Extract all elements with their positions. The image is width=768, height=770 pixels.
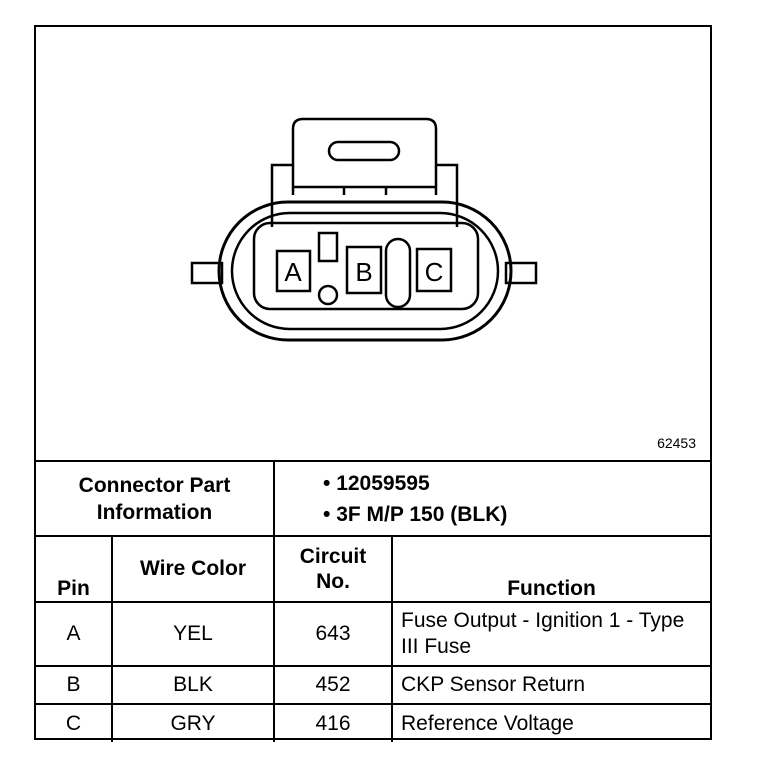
table-row: A YEL 643 Fuse Output - Ignition 1 - Typ… bbox=[36, 601, 711, 667]
pin-c-label: C bbox=[425, 257, 444, 287]
function-cell: CKP Sensor Return bbox=[391, 665, 711, 705]
pin-cell: B bbox=[36, 665, 113, 705]
circuit-cell: 643 bbox=[273, 601, 394, 667]
part-info-row: Connector Part Information • 12059595 • … bbox=[36, 462, 711, 537]
tab-slot bbox=[327, 140, 401, 162]
connector-cavity bbox=[252, 221, 480, 311]
header-circuit-no: Circuit No. bbox=[273, 535, 394, 603]
tab-base bbox=[270, 163, 459, 227]
divider-slot bbox=[384, 237, 412, 309]
table-row: B BLK 452 CKP Sensor Return bbox=[36, 665, 711, 705]
wire-color-cell: GRY bbox=[110, 703, 276, 742]
pin-a-label: A bbox=[284, 257, 302, 287]
right-ear bbox=[504, 261, 538, 285]
part-family: 3F M/P 150 (BLK) bbox=[336, 502, 508, 526]
wire-color-cell: YEL bbox=[110, 601, 276, 667]
circuit-cell: 416 bbox=[273, 703, 394, 742]
header-wire-color: Wire Color bbox=[110, 535, 276, 603]
connector-outer-shell bbox=[217, 200, 513, 342]
wire-color-cell: BLK bbox=[110, 665, 276, 705]
part-info-values: • 12059595 • 3F M/P 150 (BLK) bbox=[273, 462, 711, 537]
connector-drawing: A B C bbox=[190, 117, 538, 342]
header-row: Pin Wire Color Circuit No. Function bbox=[36, 535, 711, 603]
pin-b-label: B bbox=[355, 257, 372, 287]
header-pin: Pin bbox=[36, 535, 113, 603]
header-function: Function bbox=[391, 535, 711, 603]
table-row: C GRY 416 Reference Voltage bbox=[36, 703, 711, 742]
key-rect bbox=[317, 231, 339, 263]
pin-cell: A bbox=[36, 601, 113, 667]
pin-cell: C bbox=[36, 703, 113, 742]
locking-tab bbox=[291, 117, 438, 195]
pin-a-box bbox=[275, 249, 312, 293]
connector-frame: A B C 62453 Connector Part Information •… bbox=[34, 25, 712, 742]
part-number-item: • 12059595 bbox=[323, 471, 430, 495]
left-ear bbox=[190, 261, 224, 285]
part-info-label: Connector Part Information bbox=[36, 462, 276, 537]
connector-diagram: A B C 62453 bbox=[36, 27, 710, 462]
function-cell: Fuse Output - Ignition 1 - Type III Fuse bbox=[391, 601, 711, 667]
part-number: 12059595 bbox=[336, 471, 430, 495]
part-family-item: • 3F M/P 150 (BLK) bbox=[323, 502, 508, 526]
function-cell: Reference Voltage bbox=[391, 703, 711, 742]
pin-b-box bbox=[345, 245, 383, 295]
pinout-table: Connector Part Information • 12059595 • … bbox=[36, 462, 711, 742]
key-circle bbox=[317, 284, 339, 306]
figure-number: 62453 bbox=[657, 435, 696, 451]
circuit-cell: 452 bbox=[273, 665, 394, 705]
connector-inner-shell bbox=[230, 211, 500, 331]
pin-c-box bbox=[415, 247, 453, 293]
